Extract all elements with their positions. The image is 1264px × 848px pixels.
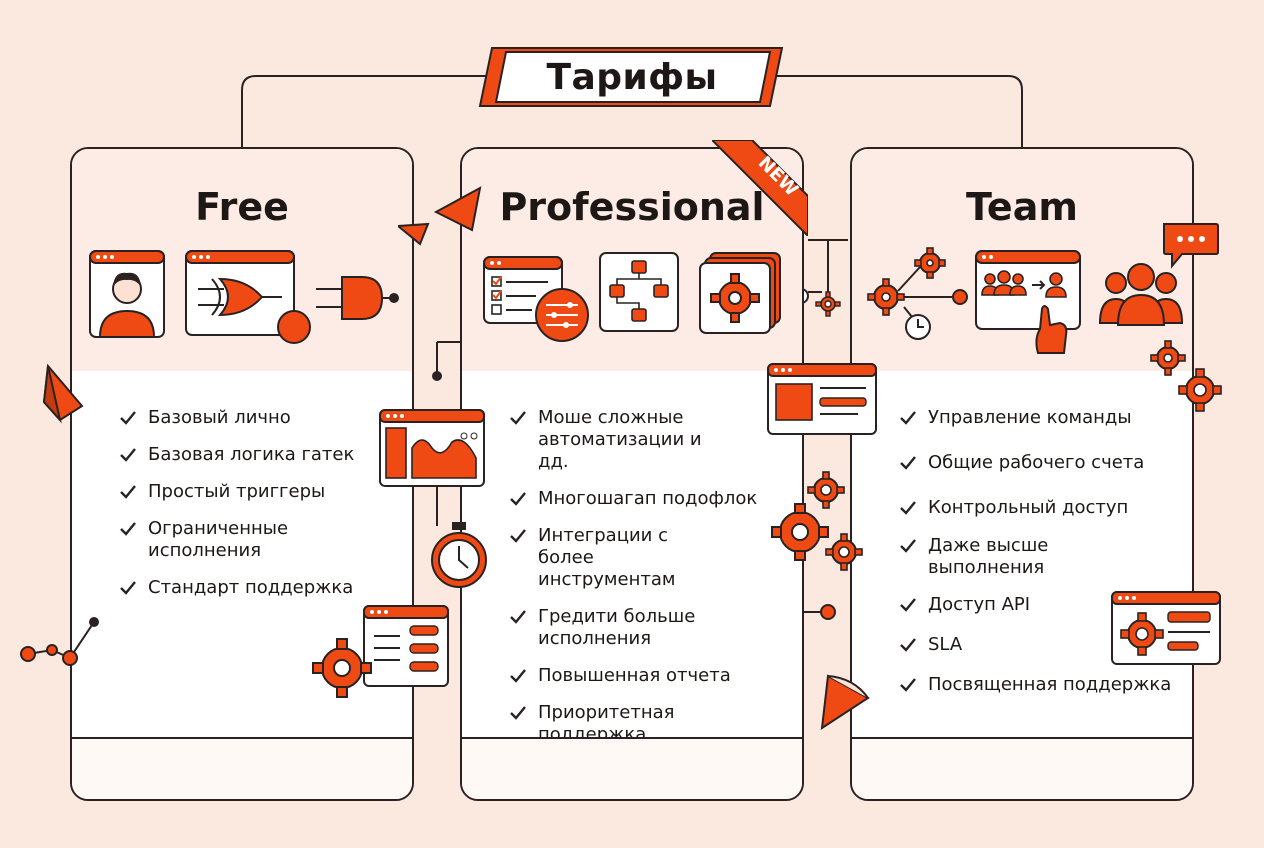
check-icon xyxy=(510,669,526,683)
prism-icon xyxy=(42,363,84,424)
feature-item: Многошагап подофлок xyxy=(506,488,788,510)
new-badge: NEW xyxy=(712,140,808,236)
page-title: Тарифы xyxy=(546,56,718,98)
chat-bubble-icon xyxy=(1163,223,1219,269)
layout-window-icon xyxy=(767,363,877,435)
feature-item: Базовый лично xyxy=(116,407,398,429)
checklist-settings-icon xyxy=(483,256,589,342)
plan-card-team: Team xyxy=(850,147,1194,801)
feature-item: Даже высше выполнения xyxy=(896,535,1178,579)
small-gear-icon xyxy=(815,291,841,317)
plan-footer xyxy=(72,737,412,799)
check-icon xyxy=(900,598,916,612)
logic-gate-window-icon xyxy=(185,250,311,344)
plan-name: Team xyxy=(966,185,1078,229)
user-profile-icon xyxy=(89,250,165,338)
feature-item: Стандарт поддержка xyxy=(116,577,398,599)
chart-window-icon xyxy=(379,409,485,487)
feature-list: Управление команды Общие рабочего счета … xyxy=(896,407,1178,711)
gear-stack-icon xyxy=(699,252,781,334)
check-icon xyxy=(510,492,526,506)
check-icon xyxy=(120,581,136,595)
check-icon xyxy=(120,448,136,462)
plan-card-free: Free xyxy=(70,147,414,801)
check-icon xyxy=(900,539,916,553)
check-icon xyxy=(900,638,916,652)
feature-item: Контрольный доступ xyxy=(896,497,1178,519)
feature-item: Интеграции с более инструментам xyxy=(506,525,788,591)
check-icon xyxy=(510,706,526,720)
check-icon xyxy=(510,610,526,624)
gear-list-window-icon xyxy=(312,605,449,698)
plan-footer xyxy=(852,737,1192,799)
check-icon xyxy=(900,501,916,515)
cone-icon xyxy=(820,674,870,731)
feature-item: SLA xyxy=(896,634,1178,656)
group-icon xyxy=(1098,263,1184,326)
feature-item: Повышенная отчета xyxy=(506,665,788,687)
triangle-icon xyxy=(398,186,482,246)
feature-item: Доступ API xyxy=(896,594,1178,616)
feature-item: Управление команды xyxy=(896,407,1178,429)
plan-name: Free xyxy=(195,185,289,229)
feature-item: Ограниченные исполнения xyxy=(116,518,398,562)
flowchart-icon xyxy=(599,252,679,332)
check-icon xyxy=(510,529,526,543)
plan-footer xyxy=(462,737,802,799)
check-icon xyxy=(120,522,136,536)
feature-item: Гредити больше исполнения xyxy=(506,606,788,650)
feature-list: Моше сложные автоматизации и дд. Многоша… xyxy=(506,407,788,761)
team-presentation-icon xyxy=(975,250,1081,354)
feature-list: Базовый лично Базовая логика гатек Прост… xyxy=(116,407,398,614)
check-icon xyxy=(900,411,916,425)
workflow-gears-icon xyxy=(867,247,968,340)
plan-card-professional: Professional xyxy=(460,147,804,801)
feature-item: Моше сложные автоматизации и дд. xyxy=(506,407,788,473)
and-gate-icon xyxy=(316,276,399,320)
feature-item: Простый триггеры xyxy=(116,481,398,503)
check-icon xyxy=(120,485,136,499)
node-graph-icon xyxy=(20,617,99,666)
plan-name: Professional xyxy=(499,185,765,229)
title-banner: Тарифы xyxy=(478,44,786,110)
feature-item: Общие рабочего счета xyxy=(896,452,1178,474)
check-icon xyxy=(120,411,136,425)
stopwatch-icon xyxy=(431,522,487,588)
gear-window-icon xyxy=(1111,591,1221,665)
gear-cluster-icon xyxy=(771,471,863,571)
feature-item: Посвященная поддержка xyxy=(896,674,1178,696)
check-icon xyxy=(900,456,916,470)
check-icon xyxy=(510,411,526,425)
gears-right-icon xyxy=(1150,340,1222,412)
check-icon xyxy=(900,678,916,692)
feature-item: Базовая логика гатек xyxy=(116,444,398,466)
